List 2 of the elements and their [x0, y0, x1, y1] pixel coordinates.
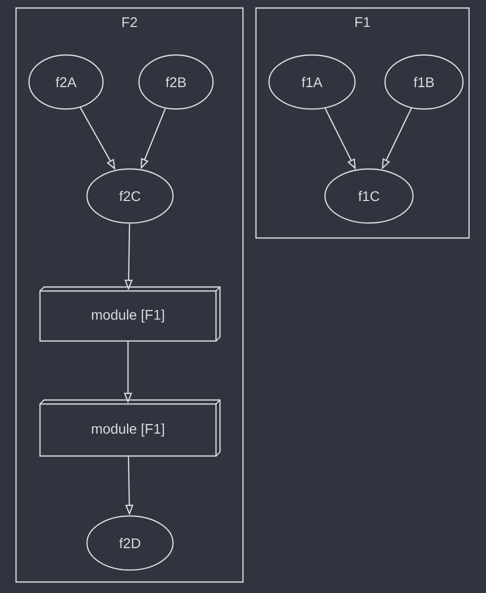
module-box: module [F1] — [39, 399, 221, 457]
module-box: module [F1] — [39, 286, 221, 342]
